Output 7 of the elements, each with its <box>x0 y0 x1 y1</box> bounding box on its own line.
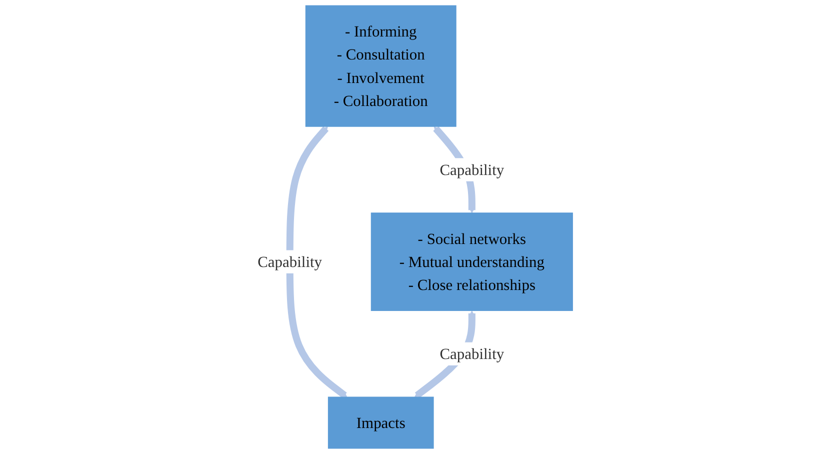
node-box: Impacts <box>328 396 434 449</box>
edge-label: Capability <box>440 345 504 363</box>
edge-label: Capability <box>440 160 504 178</box>
arrow <box>286 126 348 398</box>
node-box: - Social networks - Mutual understanding - Close relationships <box>370 212 573 311</box>
node-box: - Informing - Consultation - Involvement - Collaboration <box>305 5 456 127</box>
edge-label: Capability <box>258 252 322 271</box>
